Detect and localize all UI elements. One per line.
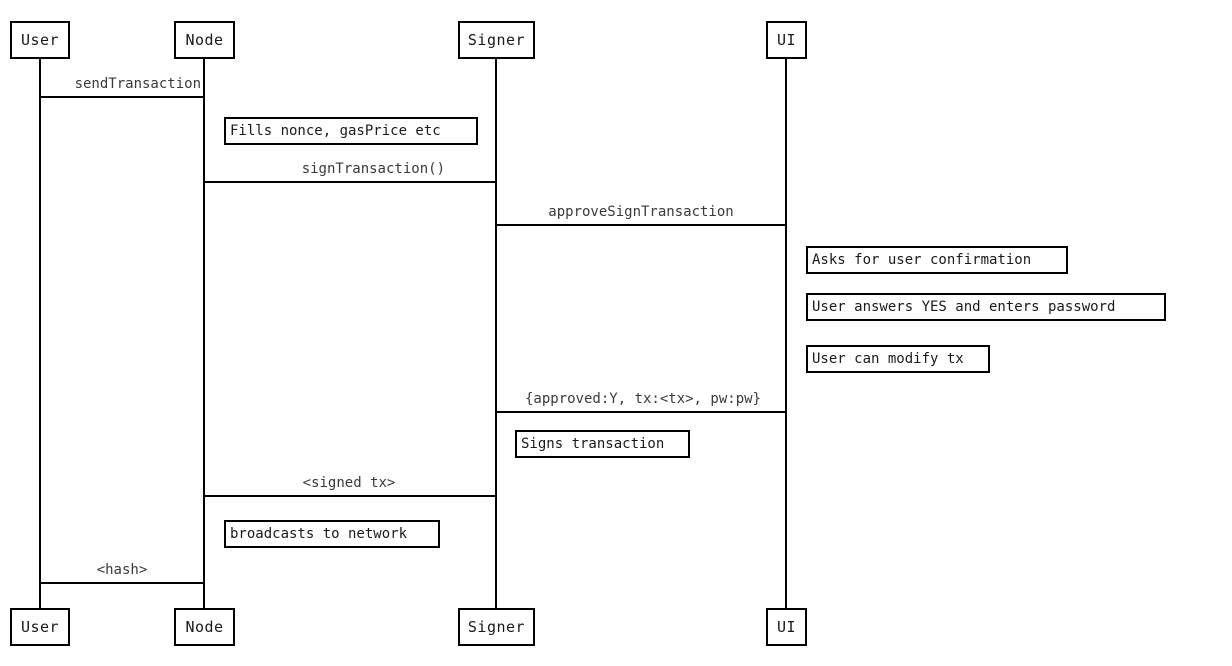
actor-box-signer-top[interactable]: Signer: [458, 21, 535, 59]
actor-box-node-bottom[interactable]: Node: [174, 608, 235, 646]
actor-box-ui-bottom[interactable]: UI: [766, 608, 807, 646]
actor-label: UI: [776, 31, 797, 49]
actor-box-ui-top[interactable]: UI: [766, 21, 807, 59]
note-user-can-modify-tx: User can modify tx: [806, 345, 990, 373]
actor-box-user-bottom[interactable]: User: [10, 608, 70, 646]
message-line-approved-payload: [495, 411, 787, 413]
lifeline-user: [39, 59, 41, 608]
actor-label: User: [20, 31, 60, 49]
lifeline-node: [203, 59, 205, 608]
actor-label: User: [20, 618, 60, 636]
actor-label: Node: [185, 618, 224, 636]
note-text: Fills nonce, gasPrice etc: [230, 123, 441, 139]
note-text: User can modify tx: [812, 351, 964, 367]
note-text: broadcasts to network: [230, 526, 408, 542]
note-text: Asks for user confirmation: [812, 252, 1032, 268]
lifeline-ui: [785, 59, 787, 608]
note-text: User answers YES and enters password: [812, 299, 1116, 315]
note-asks-for-confirmation: Asks for user confirmation: [806, 246, 1068, 274]
message-label-signtransaction: signTransaction(): [301, 161, 445, 177]
message-line-sendtransaction: [39, 96, 205, 98]
actor-label: Signer: [467, 618, 526, 636]
message-label-approved-payload: {approved:Y, tx:<tx>, pw:pw}: [524, 391, 761, 407]
message-line-hash: [39, 582, 205, 584]
lifeline-signer: [495, 59, 497, 608]
message-line-signtransaction: [203, 181, 497, 183]
actor-label: Signer: [467, 31, 526, 49]
note-user-answers-yes: User answers YES and enters password: [806, 293, 1166, 321]
message-label-hash: <hash>: [96, 562, 148, 578]
message-label-signed-tx: <signed tx>: [302, 475, 396, 491]
message-label-approvesigntransaction: approveSignTransaction: [548, 204, 734, 220]
actor-box-user-top[interactable]: User: [10, 21, 70, 59]
message-label-sendtransaction: sendTransaction: [74, 76, 201, 92]
note-signs-transaction: Signs transaction: [515, 430, 690, 458]
actor-box-signer-bottom[interactable]: Signer: [458, 608, 535, 646]
actor-label: UI: [776, 618, 797, 636]
actor-box-node-top[interactable]: Node: [174, 21, 235, 59]
note-broadcasts-to-network: broadcasts to network: [224, 520, 440, 548]
note-fills-nonce: Fills nonce, gasPrice etc: [224, 117, 478, 145]
actor-label: Node: [185, 31, 224, 49]
note-text: Signs transaction: [521, 436, 665, 452]
message-line-approvesigntransaction: [495, 224, 787, 226]
message-line-signed-tx: [203, 495, 497, 497]
